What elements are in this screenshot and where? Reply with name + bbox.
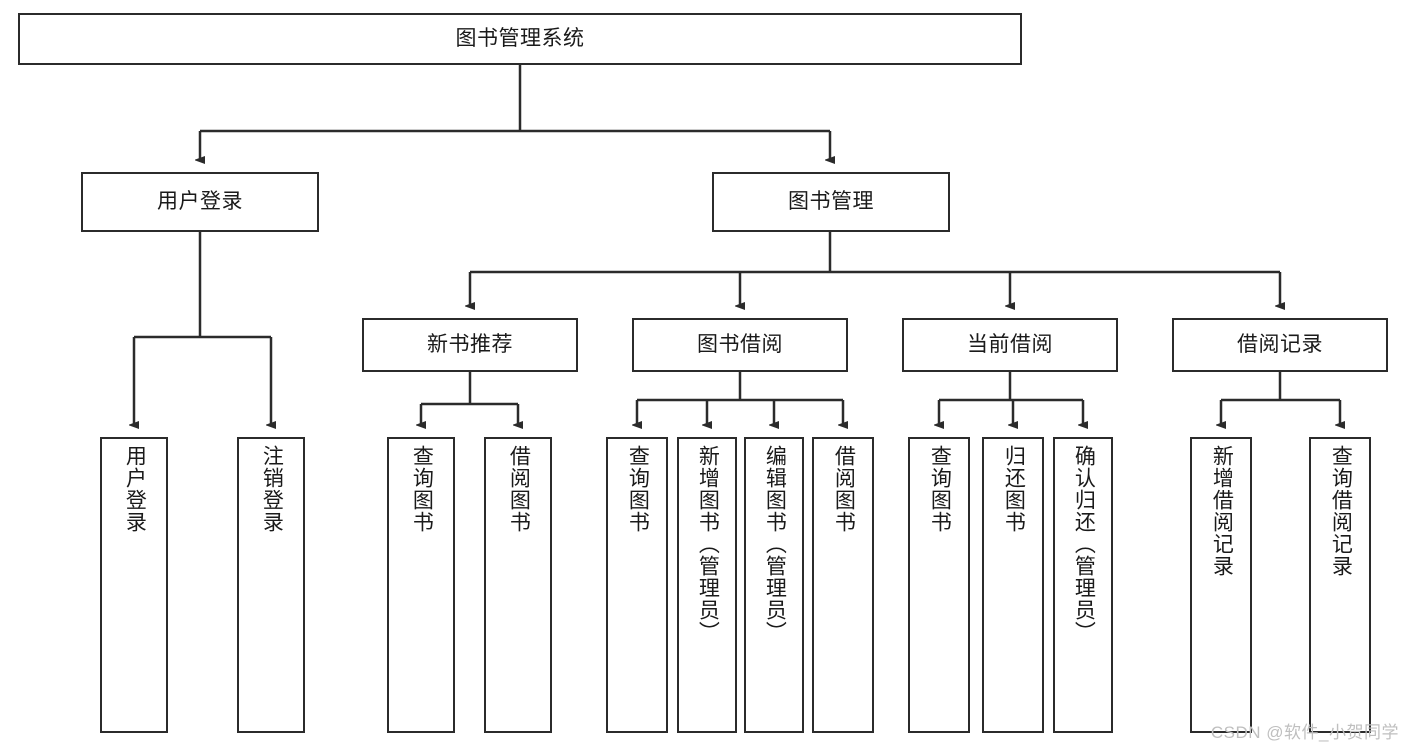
node-leaf_add_book_admin[interactable]: 新增图书（管理员）: [677, 437, 737, 733]
node-leaf_user_login-label: 用户登录: [123, 445, 147, 533]
node-user_login-label: 用户登录: [157, 189, 243, 213]
node-user_login[interactable]: 用户登录: [81, 172, 319, 232]
node-leaf_query_book_cur[interactable]: 查询图书: [908, 437, 970, 733]
node-leaf_query_loan_record[interactable]: 查询借阅记录: [1309, 437, 1371, 733]
node-book_borrow[interactable]: 图书借阅: [632, 318, 848, 372]
node-root-label: 图书管理系统: [455, 26, 585, 50]
node-leaf_query_book_rec[interactable]: 查询图书: [387, 437, 455, 733]
node-leaf_confirm_return-label: 确认归还（管理员）: [1072, 445, 1096, 643]
node-new_book_rec-label: 新书推荐: [427, 332, 513, 356]
node-book_manage-label: 图书管理: [788, 189, 874, 213]
node-leaf_query_book_bor-label: 查询图书: [626, 445, 650, 533]
node-leaf_user_login[interactable]: 用户登录: [100, 437, 168, 733]
node-leaf_return_book-label: 归还图书: [1002, 445, 1026, 533]
node-leaf_add_book_admin-label: 新增图书（管理员）: [696, 445, 720, 643]
node-leaf_borrow_book_rec[interactable]: 借阅图书: [484, 437, 552, 733]
node-current_loan-label: 当前借阅: [967, 332, 1053, 356]
node-book_borrow-label: 图书借阅: [697, 332, 783, 356]
node-leaf_borrow_book_bor-label: 借阅图书: [832, 445, 856, 533]
node-leaf_add_loan_record-label: 新增借阅记录: [1210, 445, 1234, 577]
node-current_loan[interactable]: 当前借阅: [902, 318, 1118, 372]
node-leaf_borrow_book_bor[interactable]: 借阅图书: [812, 437, 874, 733]
node-book_manage[interactable]: 图书管理: [712, 172, 950, 232]
node-leaf_return_book[interactable]: 归还图书: [982, 437, 1044, 733]
node-leaf_logout_login[interactable]: 注销登录: [237, 437, 305, 733]
node-leaf_logout_login-label: 注销登录: [260, 445, 284, 533]
node-leaf_query_book_cur-label: 查询图书: [928, 445, 952, 533]
node-new_book_rec[interactable]: 新书推荐: [362, 318, 578, 372]
node-leaf_edit_book_admin[interactable]: 编辑图书（管理员）: [744, 437, 804, 733]
node-loan_record-label: 借阅记录: [1237, 332, 1323, 356]
node-leaf_add_loan_record[interactable]: 新增借阅记录: [1190, 437, 1252, 733]
node-loan_record[interactable]: 借阅记录: [1172, 318, 1388, 372]
node-leaf_query_loan_record-label: 查询借阅记录: [1329, 445, 1353, 577]
node-leaf_query_book_rec-label: 查询图书: [410, 445, 434, 533]
node-leaf_query_book_bor[interactable]: 查询图书: [606, 437, 668, 733]
watermark-text: CSDN @软件_小贺同学: [1210, 723, 1399, 742]
node-leaf_edit_book_admin-label: 编辑图书（管理员）: [763, 445, 787, 643]
node-leaf_confirm_return[interactable]: 确认归还（管理员）: [1053, 437, 1113, 733]
node-leaf_borrow_book_rec-label: 借阅图书: [507, 445, 531, 533]
node-root-system[interactable]: 图书管理系统: [18, 13, 1022, 65]
